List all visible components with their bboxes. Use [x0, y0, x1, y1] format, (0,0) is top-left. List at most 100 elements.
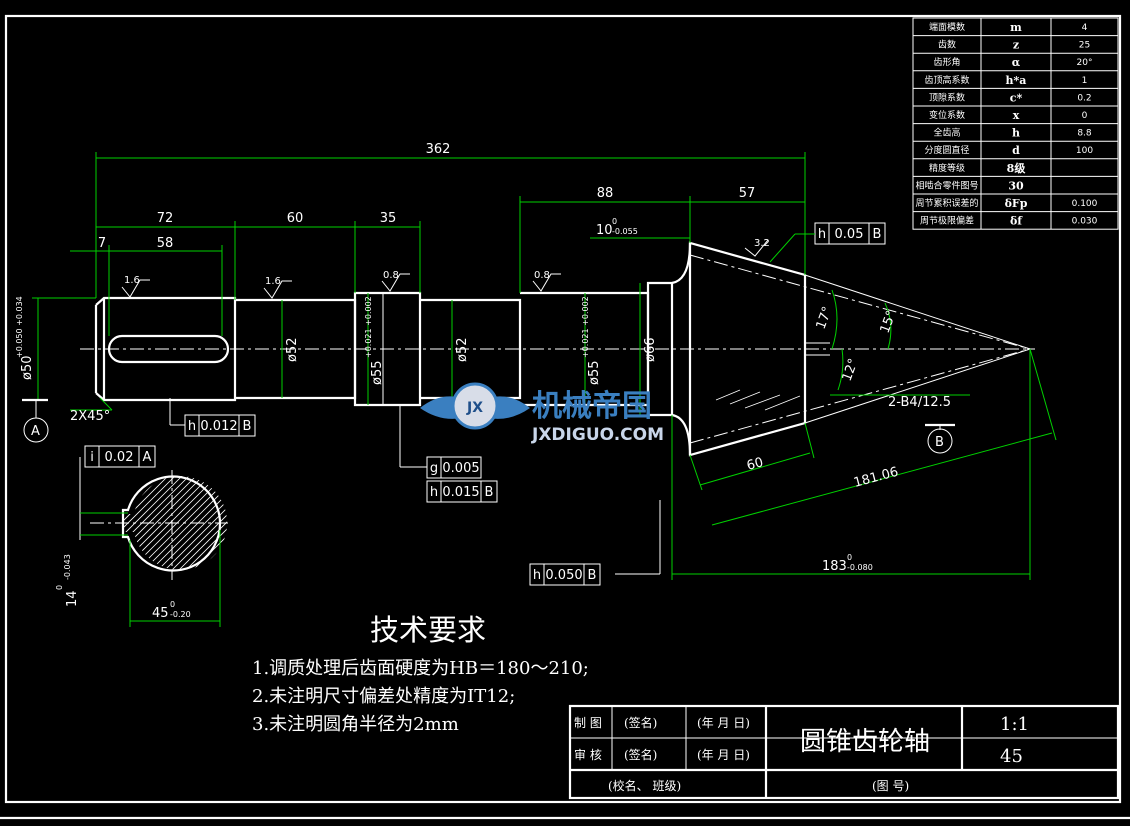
param-symbol: δFp — [1005, 197, 1028, 210]
tb-draw: 制 图 — [574, 716, 602, 730]
param-value: 0 — [1082, 111, 1088, 121]
roughness-3: 0.8 — [383, 270, 399, 281]
tolerance-datum: B — [873, 227, 882, 242]
datum-markers: A B — [22, 398, 955, 454]
param-value: 20° — [1077, 58, 1093, 68]
tb-scale: 1:1 — [1000, 714, 1029, 735]
tolerance-datum: B — [485, 485, 494, 500]
dim-362: 362 — [426, 142, 451, 157]
param-name: 齿形角 — [933, 56, 960, 68]
dim-10-sub: -0.055 — [612, 227, 638, 236]
datum-b: B — [935, 435, 944, 450]
param-value: 0.030 — [1072, 217, 1098, 227]
param-name: 顶隙系数 — [929, 91, 965, 103]
dim-60: 60 — [287, 211, 304, 226]
title-block: 制 图 审 核 (签名) (签名) (年 月 日) (年 月 日) 圆锥齿轮轴 … — [568, 704, 1120, 800]
param-name: 周节极限偏差 — [920, 215, 974, 227]
tb-part-name: 圆锥齿轮轴 — [800, 727, 930, 757]
param-name: 相啮合零件图号 — [915, 179, 978, 191]
param-symbol: h — [1012, 127, 1020, 140]
tolerance-datum: A — [143, 450, 152, 465]
tb-check: 审 核 — [574, 747, 602, 762]
chamfer-note: 2X45° — [70, 409, 110, 424]
dia-50-tol: +0.050 +0.034 — [15, 296, 24, 358]
param-symbol: 8级 — [1007, 161, 1027, 175]
tolerance-value: 0.05 — [835, 227, 864, 242]
tolerance-value: 0.005 — [442, 461, 479, 476]
dia-55b: ø55 — [587, 361, 602, 386]
param-value: 1 — [1082, 76, 1088, 86]
roughness-1: 1.6 — [124, 275, 140, 286]
tolerance-value: 0.050 — [545, 568, 582, 583]
dimension-texts: 362 88 57 72 60 35 7 58 10 0 -0.055 ø50 … — [15, 142, 951, 574]
tolerance-value: 0.012 — [200, 419, 237, 434]
angle-15: 15° — [878, 309, 900, 336]
tolerance-leaders — [79, 233, 815, 575]
requirement-2: 2.未注明尺寸偏差处精度为IT12; — [252, 686, 515, 707]
dim-45: 45 — [152, 606, 169, 621]
param-name: 齿顶高系数 — [924, 74, 969, 86]
watermark: JX 机械帝国 JXDIGUO.COM — [420, 382, 664, 445]
dim-183-sub: -0.080 — [847, 563, 873, 572]
dim-14: 14 — [65, 590, 80, 607]
dim-88: 88 — [597, 186, 614, 201]
dim-45-sup: 0 — [170, 600, 175, 609]
tolerance-value: 0.02 — [105, 450, 134, 465]
surface-roughness-marks: 1.6 1.6 0.8 0.8 3.2 — [121, 238, 770, 299]
param-symbol: z — [1013, 39, 1019, 52]
watermark-en: JXDIGUO.COM — [531, 425, 664, 445]
requirement-1: 1.调质处理后齿面硬度为HB＝180～210; — [252, 658, 589, 679]
requirements-title: 技术要求 — [370, 613, 486, 647]
tb-sign-1: (签名) — [624, 715, 657, 730]
angle-12: 12° — [840, 357, 862, 384]
sheet-border — [4, 14, 1122, 804]
param-name: 全齿高 — [933, 127, 960, 139]
dim-45-sub: -0.20 — [170, 610, 191, 619]
shaft-main-view — [80, 241, 1035, 457]
param-name: 精度等级 — [929, 162, 965, 174]
dia-55b-tol: +0.021 +0.002 — [581, 296, 590, 358]
tolerance-value: 0.015 — [442, 485, 479, 500]
tolerance-symbol: h — [818, 227, 826, 242]
param-symbol: 30 — [1008, 179, 1024, 192]
dim-10: 10 — [596, 223, 613, 238]
center-hole-note: 2-B4/12.5 — [888, 395, 951, 410]
tolerance-symbol: h — [533, 568, 541, 583]
dim-14-sup: 0 — [55, 585, 64, 590]
param-value: 0.100 — [1072, 199, 1098, 209]
dim-14-sub: -0.043 — [63, 554, 72, 580]
watermark-badge: JX — [466, 400, 483, 416]
param-name: 变位系数 — [929, 109, 965, 121]
dim-183-sup: 0 — [847, 553, 852, 562]
tb-sign-2: (签名) — [624, 747, 657, 762]
tb-material: 45 — [1000, 746, 1023, 767]
dim-57: 57 — [739, 186, 756, 201]
tolerance-datum: B — [243, 419, 252, 434]
tolerance-datum: B — [588, 568, 597, 583]
param-symbol: m — [1010, 21, 1022, 34]
param-value: 0.2 — [1077, 93, 1091, 103]
param-name: 分度圆直径 — [924, 144, 969, 156]
dimension-lines — [32, 152, 1057, 580]
dim-gear-60: 60 — [745, 455, 765, 474]
tolerance-symbol: g — [430, 461, 438, 476]
datum-a: A — [31, 424, 40, 439]
angle-17: 17° — [814, 305, 836, 332]
param-value: 25 — [1079, 41, 1090, 51]
roughness-5: 3.2 — [754, 238, 770, 249]
param-symbol: α — [1012, 56, 1021, 69]
param-symbol: c* — [1010, 91, 1023, 104]
param-symbol: h*a — [1006, 74, 1027, 87]
param-value: 100 — [1076, 146, 1093, 156]
param-value: 8.8 — [1077, 129, 1092, 139]
dia-66: ø66 — [643, 338, 658, 363]
technical-requirements: 技术要求 1.调质处理后齿面硬度为HB＝180～210; 2.未注明尺寸偏差处精… — [252, 613, 589, 735]
param-name: 周节累积误差的 — [915, 197, 978, 209]
param-symbol: δf — [1010, 215, 1023, 228]
tb-drawing-no: (图 号) — [872, 779, 909, 793]
param-name: 端面模数 — [929, 21, 965, 33]
requirement-3: 3.未注明圆角半径为2mm — [252, 714, 459, 735]
